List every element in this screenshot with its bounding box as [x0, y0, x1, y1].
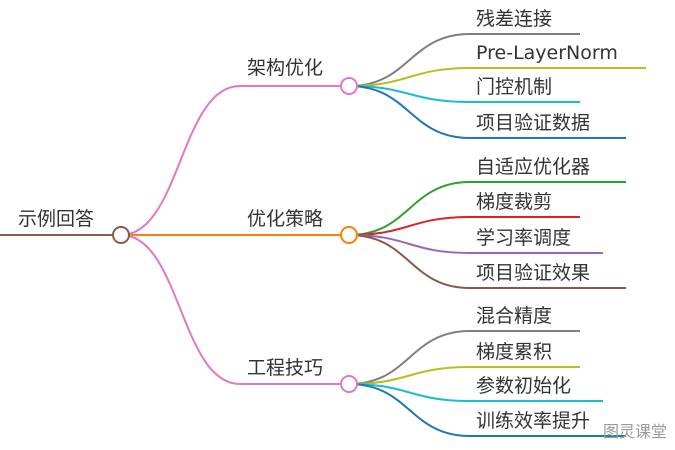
watermark-text: 图灵课堂: [602, 422, 667, 441]
branch-to-leaf-connector: [348, 366, 471, 385]
leaf-label: 残差连接: [476, 8, 553, 30]
leaf-label: Pre-LayerNorm: [476, 42, 618, 64]
leaf-label: 梯度裁剪: [476, 191, 553, 213]
leaf-label: 项目验证效果: [476, 262, 591, 284]
branch-label-architecture: 架构优化: [247, 57, 324, 79]
branch-to-leaf-connector: [348, 67, 471, 87]
branch-to-leaf-connector: [348, 234, 471, 289]
root-to-branch-connector: [120, 234, 241, 385]
branch-to-leaf-connector: [348, 383, 471, 402]
branch-to-leaf-connector: [348, 330, 471, 385]
branch-node-circle: [340, 226, 358, 244]
root-to-branch-connector: [120, 85, 241, 236]
leaf-label: 参数初始化: [476, 375, 572, 397]
branch-node-circle: [340, 375, 358, 393]
leaf-label: 自适应优化器: [476, 156, 591, 178]
leaf-label: 梯度累积: [476, 341, 553, 363]
root-node-circle: [112, 226, 130, 244]
leaf-label: 训练效率提升: [476, 410, 591, 432]
branch-to-leaf-connector: [348, 383, 471, 437]
branch-to-leaf-connector: [348, 85, 471, 139]
leaf-label: 学习率调度: [476, 227, 572, 249]
leaf-label: 混合精度: [476, 305, 553, 327]
branch-node-circle: [340, 77, 358, 95]
branch-to-leaf-connector: [348, 181, 471, 236]
branch-to-leaf-connector: [348, 234, 471, 254]
branch-to-leaf-connector: [348, 216, 471, 236]
branch-to-leaf-connector: [348, 85, 471, 103]
root-node-label: 示例回答: [18, 208, 95, 230]
branch-label-optimization: 优化策略: [247, 208, 324, 230]
branch-to-leaf-connector: [348, 33, 471, 87]
leaf-label: 项目验证数据: [476, 112, 591, 134]
leaf-label: 门控机制: [476, 76, 553, 98]
branch-label-engineering: 工程技巧: [247, 357, 324, 379]
